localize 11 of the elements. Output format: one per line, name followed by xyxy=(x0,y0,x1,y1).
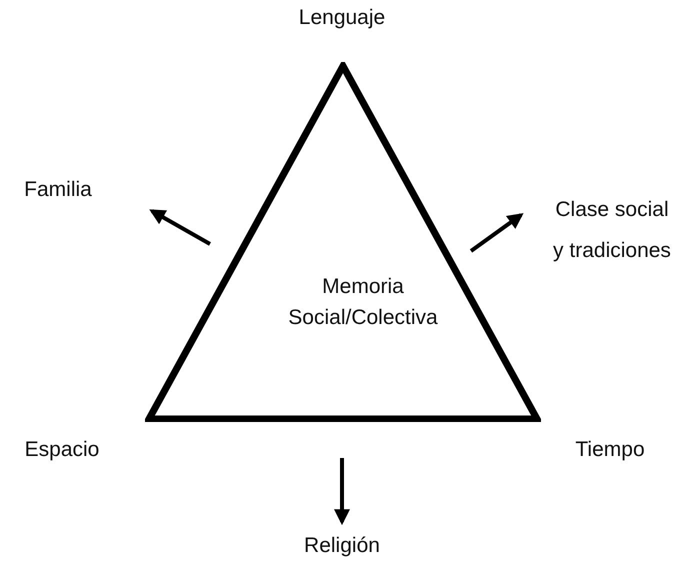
vertex-label: Tiempo xyxy=(575,438,645,462)
node-label: Clase social y tradiciones xyxy=(552,197,672,264)
vertex-label: Lenguaje xyxy=(298,6,386,30)
triangle-shape xyxy=(145,62,541,422)
arrow xyxy=(334,458,350,526)
arrow xyxy=(149,209,211,246)
vertex-label: Espacio xyxy=(24,438,100,462)
node-label: Familia xyxy=(24,177,92,204)
center-text: Memoria Social/Colectiva xyxy=(287,274,439,331)
node-label: Religión xyxy=(304,533,380,560)
arrow xyxy=(470,213,524,253)
